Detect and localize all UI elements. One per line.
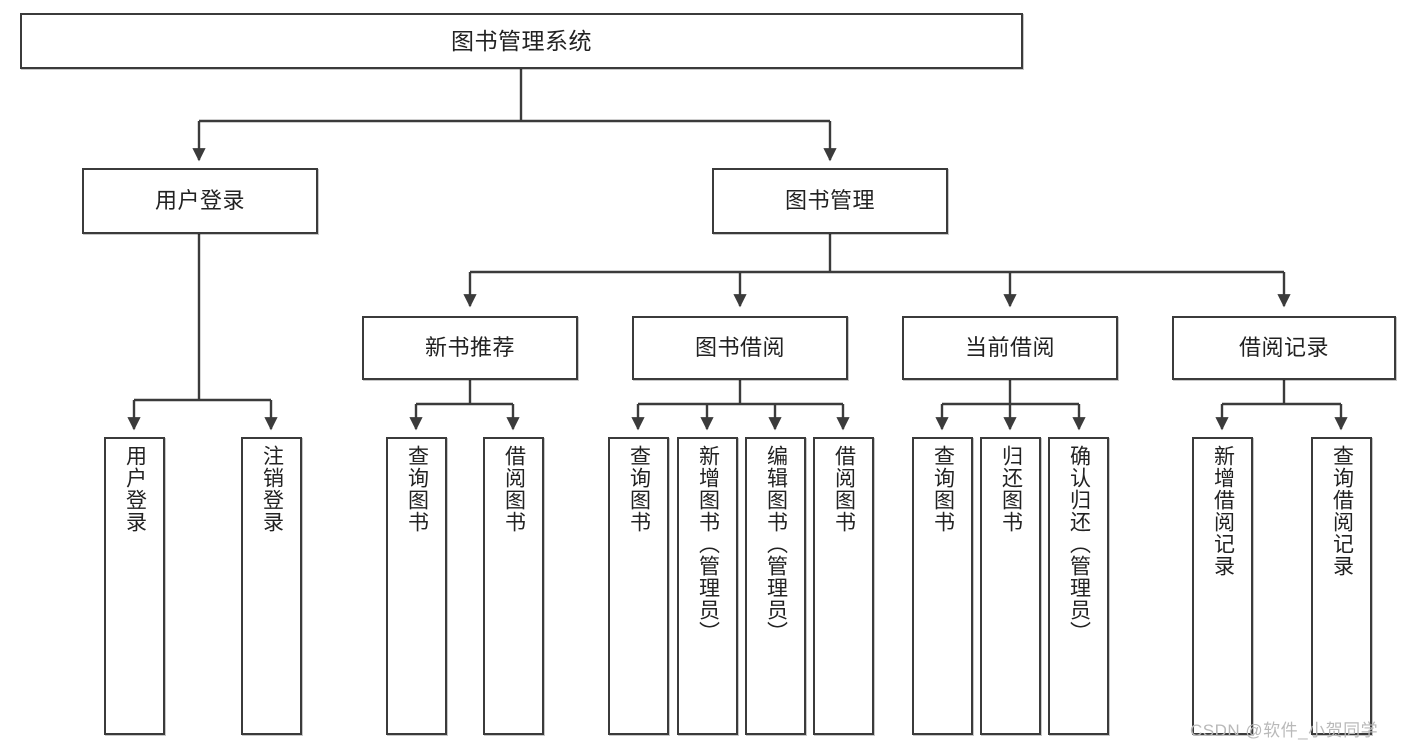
leaf-logout[interactable]: 注销登录 xyxy=(241,437,302,735)
node-label: 确认归还（管理员） xyxy=(1067,445,1091,643)
node-borrow-record[interactable]: 借阅记录 xyxy=(1172,316,1396,380)
node-label: 图书管理系统 xyxy=(451,27,592,54)
node-label: 归还图书 xyxy=(999,445,1023,533)
leaf-return-book[interactable]: 归还图书 xyxy=(980,437,1041,735)
node-label: 借阅记录 xyxy=(1238,335,1329,361)
node-label: 查询图书 xyxy=(405,445,429,533)
node-book-management[interactable]: 图书管理 xyxy=(712,168,948,234)
node-label: 查询图书 xyxy=(931,445,955,533)
leaf-user-login[interactable]: 用户登录 xyxy=(104,437,165,735)
leaf-borrow-book-recommend[interactable]: 借阅图书 xyxy=(483,437,544,735)
node-label: 查询图书 xyxy=(627,445,651,533)
leaf-borrow-book[interactable]: 借阅图书 xyxy=(813,437,874,735)
node-label: 新增借阅记录 xyxy=(1211,445,1235,577)
leaf-query-borrow-record[interactable]: 查询借阅记录 xyxy=(1311,437,1372,735)
leaf-add-book-admin[interactable]: 新增图书（管理员） xyxy=(677,437,738,735)
node-label: 当前借阅 xyxy=(964,335,1055,361)
node-new-book-recommend[interactable]: 新书推荐 xyxy=(362,316,578,380)
csdn-watermark: CSDN @软件_小贺同学 xyxy=(1190,721,1379,740)
node-root-system[interactable]: 图书管理系统 xyxy=(20,13,1023,69)
node-label: 借阅图书 xyxy=(832,445,856,533)
node-label: 注销登录 xyxy=(260,445,284,533)
node-label: 用户登录 xyxy=(154,188,245,214)
node-user-login[interactable]: 用户登录 xyxy=(82,168,318,234)
node-label: 图书借阅 xyxy=(694,335,785,361)
node-label: 查询借阅记录 xyxy=(1330,445,1354,577)
leaf-add-borrow-record[interactable]: 新增借阅记录 xyxy=(1192,437,1253,735)
leaf-query-book-recommend[interactable]: 查询图书 xyxy=(386,437,447,735)
leaf-confirm-return-admin[interactable]: 确认归还（管理员） xyxy=(1048,437,1109,735)
node-label: 编辑图书（管理员） xyxy=(764,445,788,643)
node-book-borrow[interactable]: 图书借阅 xyxy=(632,316,848,380)
node-current-borrow[interactable]: 当前借阅 xyxy=(902,316,1118,380)
node-label: 新书推荐 xyxy=(424,335,515,361)
node-label: 新增图书（管理员） xyxy=(696,445,720,643)
leaf-edit-book-admin[interactable]: 编辑图书（管理员） xyxy=(745,437,806,735)
node-label: 图书管理 xyxy=(784,188,875,214)
node-label: 借阅图书 xyxy=(502,445,526,533)
leaf-query-book-current[interactable]: 查询图书 xyxy=(912,437,973,735)
node-label: 用户登录 xyxy=(123,445,147,533)
leaf-query-book-borrow[interactable]: 查询图书 xyxy=(608,437,669,735)
